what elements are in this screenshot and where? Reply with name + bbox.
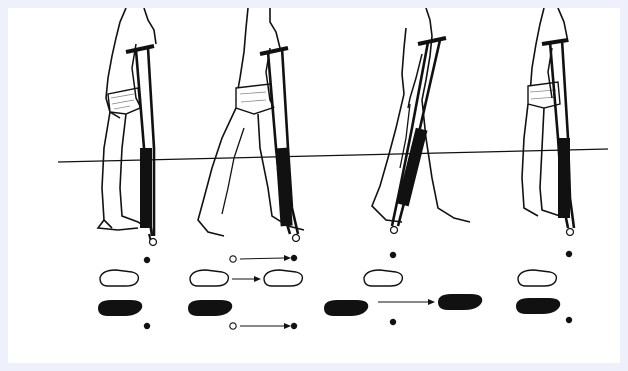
left-foot-outline (264, 270, 302, 286)
crutch-tip-mark (144, 323, 150, 329)
crutch-tip-mark (291, 323, 297, 329)
left-foot-outline (100, 270, 138, 286)
crutch-tip-mark (390, 319, 396, 325)
footprints-step-3 (324, 252, 482, 325)
right-foot-filled (188, 300, 232, 316)
crutch-tip-mark (291, 255, 297, 261)
crutch-tip-origin (230, 256, 236, 262)
right-foot-filled-origin (324, 300, 368, 316)
left-foot-outline (518, 270, 556, 286)
footprints-step-2 (188, 255, 302, 329)
figure-step-2 (198, 8, 304, 242)
crutch-tip-mark (390, 252, 396, 258)
crutch-tip-origin (230, 323, 236, 329)
illustration-canvas (8, 8, 620, 363)
crutch-tip-mark (566, 251, 572, 257)
footprints-step-1 (98, 257, 150, 329)
right-foot-filled (516, 298, 560, 314)
crutch-tip-mark (144, 257, 150, 263)
left-foot-outline-origin (190, 270, 228, 286)
figure-step-1 (98, 8, 157, 246)
figure-step-4 (522, 8, 574, 236)
crutch-tip-mark (566, 317, 572, 323)
footprints-step-4 (516, 251, 572, 323)
figure-step-3 (372, 8, 470, 234)
crutch-gait-illustration (8, 8, 620, 363)
right-foot-filled (438, 294, 482, 310)
left-foot-outline (364, 270, 402, 286)
right-foot-filled (98, 300, 142, 316)
